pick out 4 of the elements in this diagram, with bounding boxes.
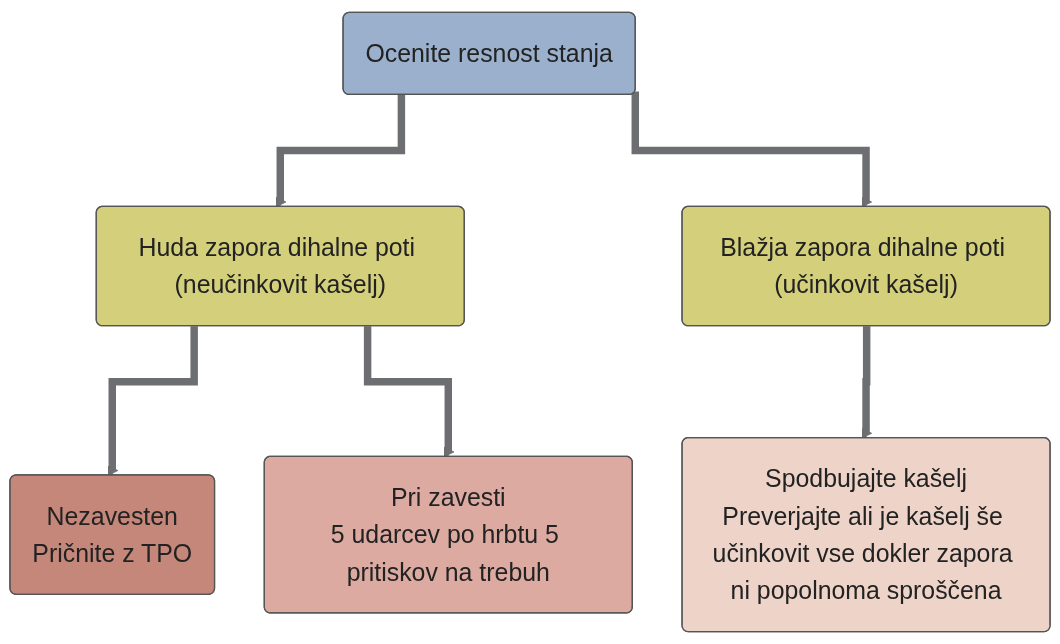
arrow bbox=[861, 326, 873, 439]
arrow bbox=[363, 326, 455, 458]
arrow bbox=[275, 95, 406, 208]
arrow bbox=[631, 91, 873, 208]
